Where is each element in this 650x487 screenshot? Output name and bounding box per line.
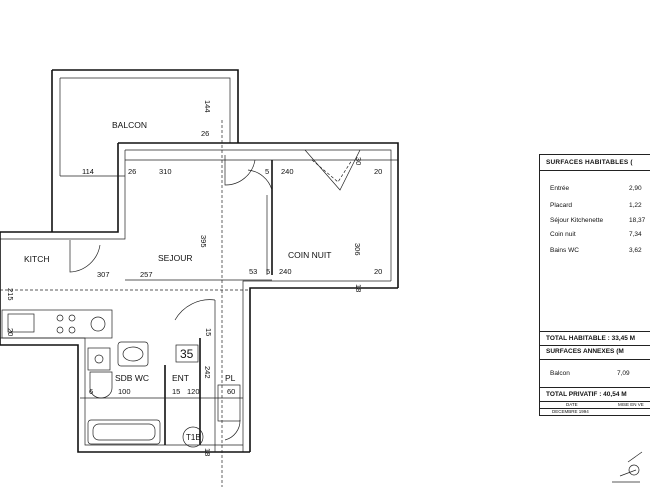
- north-arrow-icon: [612, 451, 643, 483]
- surface-row-sejour: Séjour Kitchenette 18,37: [550, 217, 650, 224]
- surface-value: 1,22: [629, 202, 642, 209]
- room-label-kitch: KITCH: [24, 254, 50, 264]
- divider: [540, 408, 650, 409]
- surfaces-table: SURFACES HABITABLES ( Entrée 2,90 Placard…: [539, 154, 650, 416]
- unit-number-box: [175, 344, 199, 363]
- dim-307: 307: [97, 270, 110, 279]
- room-label-ent: ENT: [172, 373, 189, 383]
- dim-240-top: 240: [281, 167, 294, 176]
- kitchen-counter: [1, 309, 113, 339]
- annexe-row-balcon: Balcon 7,09: [550, 370, 650, 377]
- surface-row-entree: Entrée 2,90: [550, 185, 650, 192]
- dim-100: 100: [118, 387, 131, 396]
- dim-20-mid: 20: [374, 267, 382, 276]
- dim-215: 215: [6, 288, 15, 301]
- placard-outline: [217, 384, 241, 422]
- dim-310: 310: [159, 167, 172, 176]
- annexe-label: Balcon: [550, 370, 570, 377]
- dim-26-top: 26: [201, 129, 209, 138]
- mise-header: MISE EN VE: [618, 402, 644, 407]
- surface-label: Bains WC: [550, 247, 579, 254]
- dim-26: 26: [128, 167, 136, 176]
- annexe-value: 7,09: [617, 370, 630, 377]
- dim-53: 53: [249, 267, 257, 276]
- dim-20-left: 20: [6, 328, 15, 336]
- divider: [540, 345, 650, 346]
- date-header: DATE: [566, 402, 578, 407]
- surface-label: Placard: [550, 202, 573, 209]
- dim-242: 242: [203, 366, 212, 379]
- door-swings: [69, 149, 361, 441]
- dim-30: 30: [354, 157, 363, 165]
- surface-label: Séjour Kitchenette: [550, 217, 604, 224]
- apartment-walls: [0, 142, 399, 453]
- room-label-sdb-wc: SDB WC: [115, 373, 149, 383]
- dim-20-top: 20: [374, 167, 382, 176]
- surface-label: Entrée: [550, 185, 570, 192]
- room-label-pl: PL: [225, 373, 236, 383]
- dim-395: 395: [199, 235, 208, 248]
- dim-18-bottom: 18: [203, 448, 212, 456]
- room-label-balcon: BALCON: [112, 120, 147, 130]
- unit-number: 35: [180, 347, 194, 361]
- dim-120: 120: [187, 387, 200, 396]
- type-label: T1B: [186, 433, 201, 442]
- dim-144: 144: [203, 100, 212, 113]
- dim-6: 6: [89, 387, 93, 396]
- divider: [540, 387, 650, 388]
- interior-partitions: [80, 160, 273, 452]
- dim-114: 114: [82, 167, 94, 176]
- room-label-sejour: SEJOUR: [158, 253, 192, 263]
- surface-row-bains: Bains WC 3,62: [550, 247, 650, 254]
- surfaces-annexes-header: SURFACES ANNEXES (M: [546, 348, 624, 355]
- surfaces-habitables-header: SURFACES HABITABLES (: [540, 155, 650, 171]
- dim-15: 15: [204, 328, 213, 336]
- total-privatif: TOTAL PRIVATIF : 40,54 M: [546, 391, 627, 398]
- divider: [540, 331, 650, 332]
- surface-row-placard: Placard 1,22: [550, 202, 650, 209]
- date-value: DECEMBRE 1994: [552, 409, 589, 414]
- type-circle: [182, 426, 204, 448]
- dim-15-ent: 15: [172, 387, 180, 396]
- surface-value: 7,34: [629, 231, 642, 238]
- balcony-outline: [51, 69, 239, 232]
- dim-5-top: 5: [265, 167, 269, 176]
- surface-value: 18,37: [629, 217, 646, 224]
- dim-18: 18: [354, 284, 363, 292]
- dim-240-mid: 240: [279, 267, 292, 276]
- surface-value: 3,62: [629, 247, 642, 254]
- divider: [540, 359, 650, 360]
- divider: [540, 401, 650, 402]
- dim-60: 60: [227, 387, 235, 396]
- dim-306: 306: [353, 243, 362, 256]
- surface-label: Coin nuit: [550, 231, 576, 238]
- dim-257: 257: [140, 270, 153, 279]
- surface-row-coin-nuit: Coin nuit 7,34: [550, 231, 650, 238]
- room-label-coin-nuit: COIN NUIT: [288, 250, 331, 260]
- bathroom-fixtures: [87, 341, 161, 445]
- dim-5-mid: 5: [266, 267, 270, 276]
- surface-value: 2,90: [629, 185, 642, 192]
- total-habitable: TOTAL HABITABLE : 33,45 M: [546, 335, 636, 342]
